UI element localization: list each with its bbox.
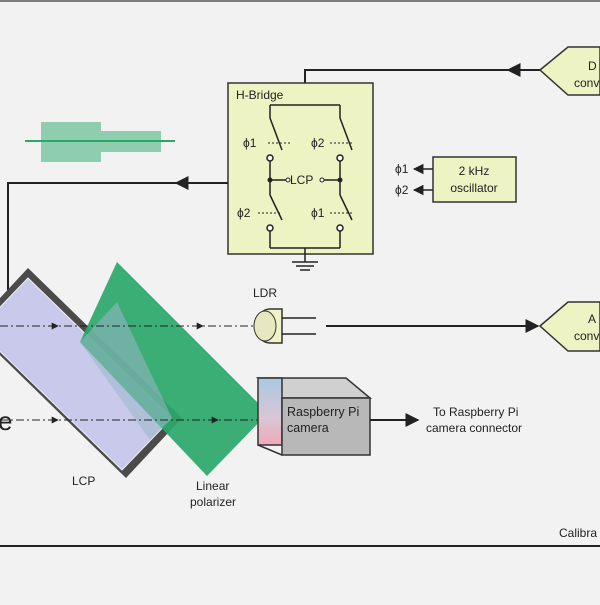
- ldr-label: LDR: [253, 286, 277, 300]
- calibration-partial-label: Calibra: [559, 526, 597, 540]
- oscillator-box: [432, 156, 517, 203]
- dac-converter-box: [538, 46, 600, 96]
- hbridge-phi2-bottom: ϕ2: [237, 206, 251, 220]
- waveform-illustration: [25, 122, 175, 162]
- polarizer-label-line2: polarizer: [190, 495, 236, 509]
- adc-label-line2: conv: [574, 329, 599, 343]
- wire-hbridge-to-lcp: [7, 182, 228, 290]
- node-left: [267, 177, 273, 183]
- adc-label-line1: A: [588, 312, 596, 326]
- osc-phi1-label: ϕ1: [395, 162, 409, 176]
- hbridge-phi1-top: ϕ1: [243, 136, 257, 150]
- adc-converter-box: [538, 301, 600, 352]
- lcp-terminal-right: [319, 177, 325, 183]
- polarizer-overlap: [80, 302, 172, 440]
- to-rpi-line2: camera connector: [426, 421, 522, 435]
- lcp-terminal-left: [285, 177, 291, 183]
- polarizer-label-line1: Linear: [196, 479, 229, 493]
- camera-body: [281, 397, 371, 456]
- lcp-panel-label: LCP: [72, 474, 95, 488]
- oscillator-line2: oscillator: [450, 181, 497, 195]
- camera-label-line1: Raspberry Pi: [287, 405, 359, 419]
- hbridge-title: H-Bridge: [236, 88, 284, 102]
- left-partial-label: e: [0, 406, 12, 436]
- camera-label-line2: camera: [287, 421, 329, 435]
- camera-front-face: [257, 377, 283, 446]
- dac-label-line2: conv: [574, 76, 599, 90]
- hbridge-phi1-bottom: ϕ1: [311, 206, 325, 220]
- hbridge-phi2-top: ϕ2: [311, 136, 325, 150]
- oscillator-line1: 2 kHz: [459, 164, 490, 178]
- to-rpi-line1: To Raspberry Pi: [433, 405, 518, 419]
- camera-edge: [257, 444, 283, 456]
- hbridge-lcp-label: LCP: [290, 173, 313, 187]
- ldr-lens: [253, 310, 277, 342]
- dac-label-line1: D: [588, 59, 597, 73]
- hbridge-circuit: [258, 104, 353, 271]
- node-right: [337, 177, 343, 183]
- linear-polarizer: [80, 262, 268, 476]
- hbridge-box: [227, 82, 374, 255]
- osc-phi2-label: ϕ2: [395, 183, 409, 197]
